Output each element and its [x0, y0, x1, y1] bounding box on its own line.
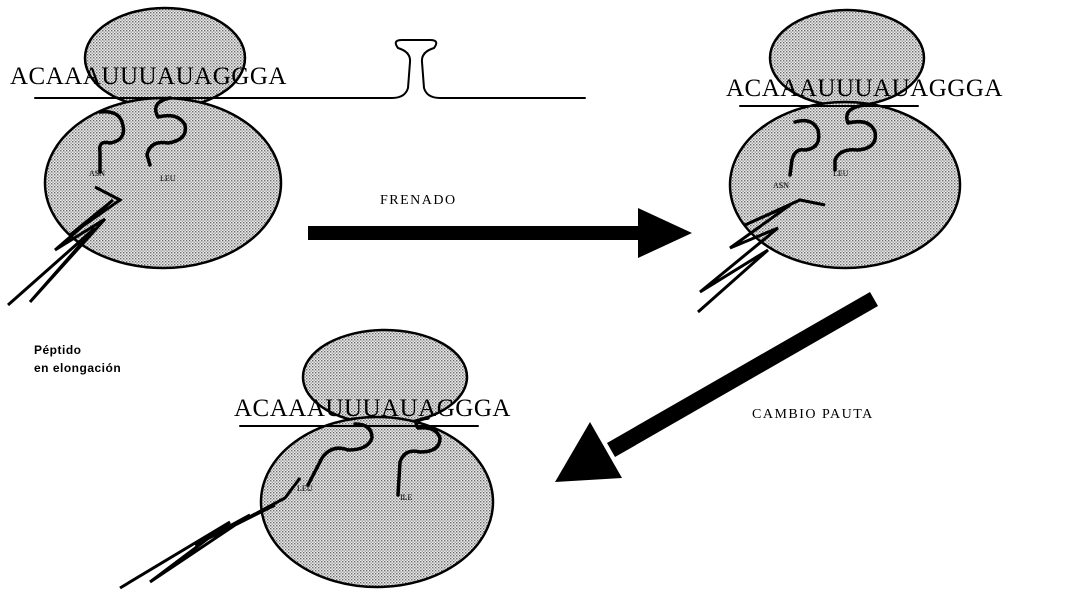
large-subunit	[261, 417, 493, 587]
aa-label-1: ASN	[773, 181, 789, 190]
aa-label-2: ILE	[400, 493, 413, 502]
aa-label-2: LEU	[833, 169, 849, 178]
panel-2-ribosome-complex: ASN LEU ACAAAUUUAUAGGGA	[698, 10, 1003, 312]
mrna-sequence: ACAAAUUUAUAGGGA	[726, 75, 1003, 102]
arrow-1-shaft	[308, 226, 643, 240]
peptide-caption: Péptido en elongación	[34, 343, 121, 375]
caption-line-1: Péptido	[34, 343, 82, 357]
arrow-2-shaft	[607, 292, 878, 457]
arrow-cambio-pauta: CAMBIO PAUTA	[555, 292, 878, 482]
arrow-2-head	[555, 422, 622, 482]
panel-1-ribosome-complex: ASN LEU ACAAAUUUAUAGGGA	[8, 8, 585, 305]
small-subunit	[85, 8, 245, 108]
arrow-1-head	[638, 208, 692, 258]
large-subunit	[730, 102, 960, 268]
arrow-2-label: CAMBIO PAUTA	[752, 407, 874, 422]
mrna-sequence: ACAAAUUUAUAGGGA	[234, 395, 511, 422]
mrna-sequence: ACAAAUUUAUAGGGA	[10, 63, 287, 90]
aa-label-2: LEU	[160, 174, 176, 183]
arrow-1-label: FRENADO	[380, 193, 457, 208]
aa-label-1: ASN	[89, 169, 105, 178]
caption-line-2: en elongación	[34, 361, 121, 375]
arrow-frenado: FRENADO	[308, 193, 692, 258]
panel-3-ribosome-complex: LEU ILE ACAAAUUUAUAGGGA	[120, 330, 511, 588]
aa-label-1: LEU	[297, 484, 313, 493]
